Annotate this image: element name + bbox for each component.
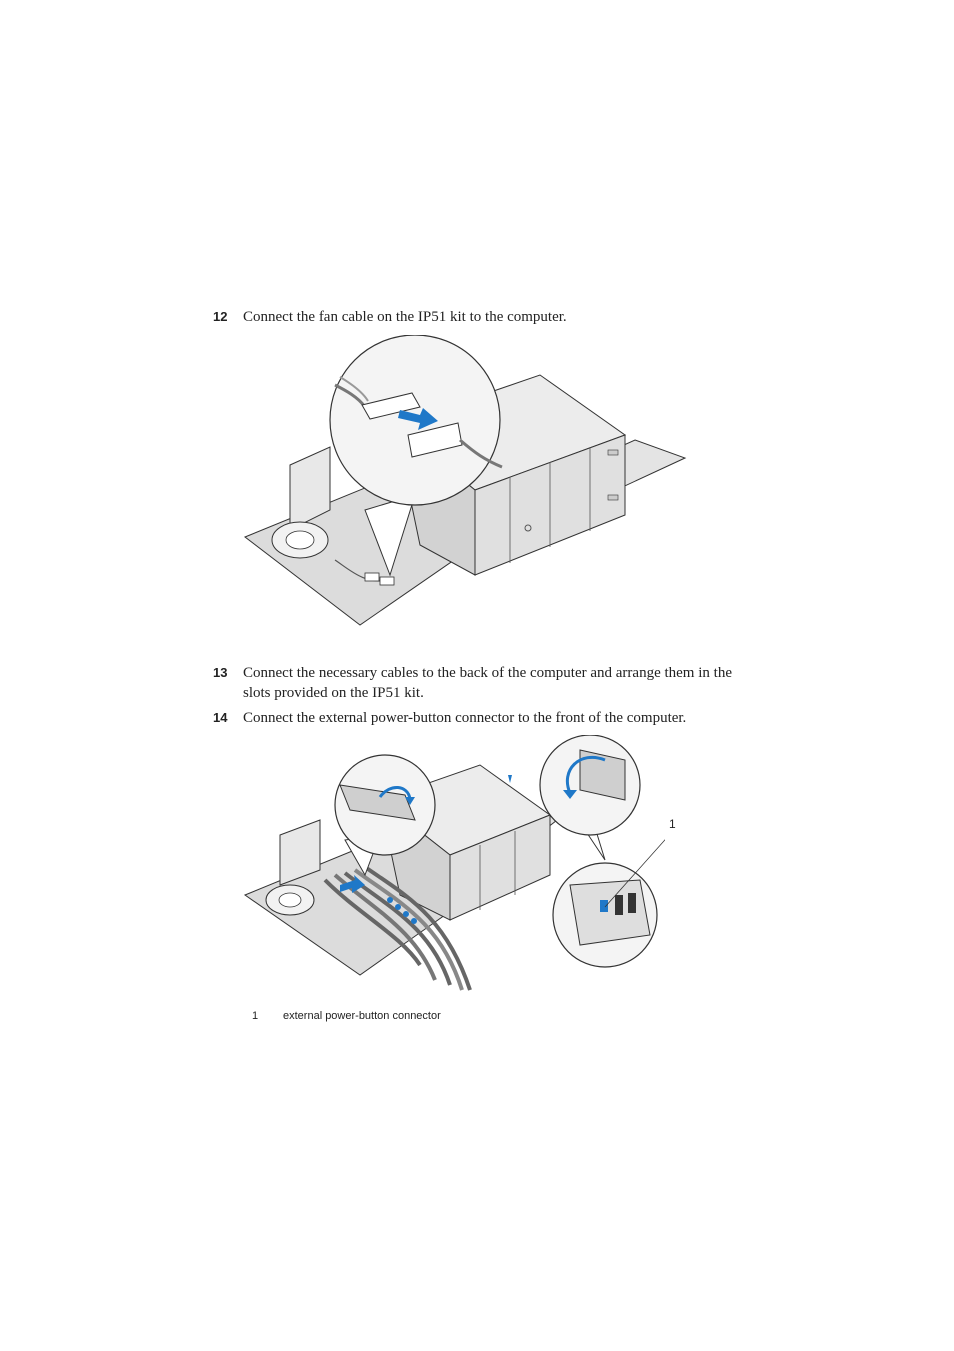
step-14: 14 Connect the external power-button con… xyxy=(213,708,753,728)
cables-power-button-illustration xyxy=(243,735,665,991)
callout-number-1: 1 xyxy=(669,817,676,831)
step-text: Connect the fan cable on the IP51 kit to… xyxy=(243,309,567,325)
step-13: 13 Connect the necessary cables to the b… xyxy=(213,663,753,703)
legend-number: 1 xyxy=(252,1010,259,1022)
step-number: 14 xyxy=(213,710,228,725)
step-12: 12 Connect the fan cable on the IP51 kit… xyxy=(213,307,753,327)
step-number: 12 xyxy=(213,309,228,324)
step-number: 13 xyxy=(213,665,228,680)
legend-label: external power-button connector xyxy=(283,1010,441,1022)
step-text: Connect the necessary cables to the back… xyxy=(243,665,732,701)
step-text: Connect the external power-button connec… xyxy=(243,710,687,726)
fan-cable-illustration xyxy=(244,335,687,626)
